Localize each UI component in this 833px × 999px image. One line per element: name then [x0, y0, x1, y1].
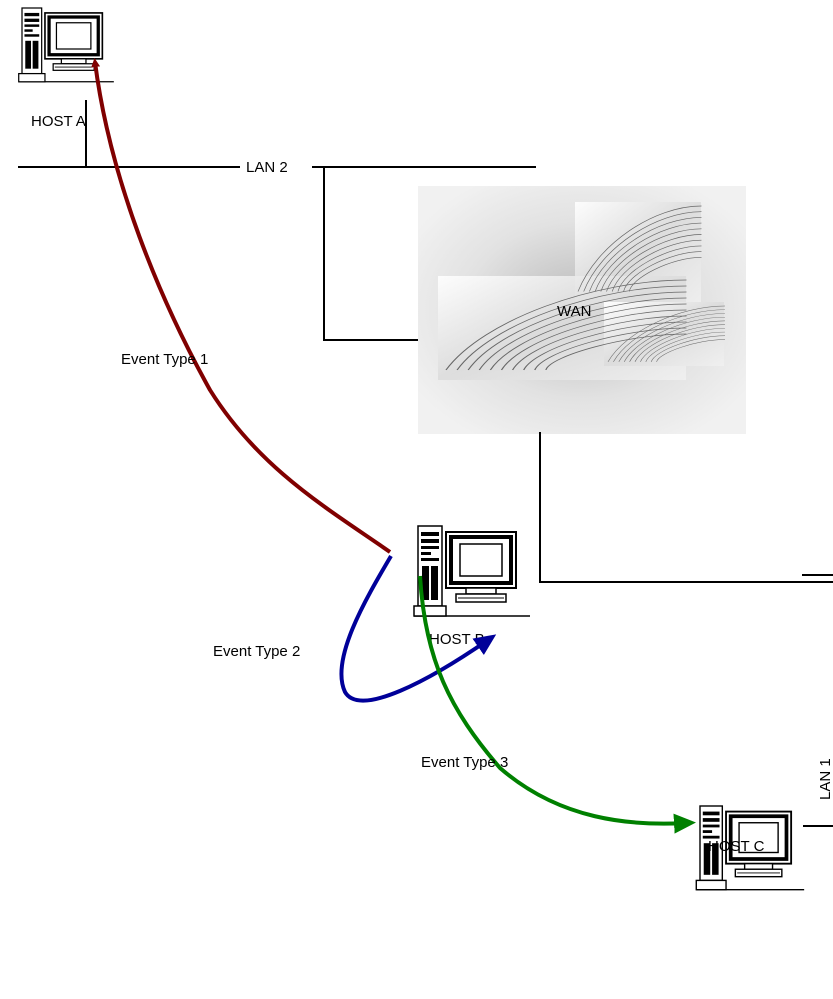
wan-label: WAN: [557, 303, 591, 320]
host-c-label: HOST C: [708, 838, 765, 855]
lan1-side-label: LAN 1: [817, 758, 833, 800]
host-a-computer: [19, 8, 114, 82]
lan2-label: LAN 2: [246, 159, 288, 176]
wan-lan1-link: [540, 432, 833, 826]
event-type-3-label: Event Type 3: [421, 754, 508, 771]
host-b-computer: [414, 526, 530, 616]
host-b-label: HOST B: [429, 631, 485, 648]
event-type-1-label: Event Type 1: [121, 351, 208, 368]
event-type-1-arrow: [95, 62, 390, 552]
event-type-3-arrow: [420, 576, 686, 824]
host-a-label: HOST A: [31, 113, 86, 130]
event-type-2-label: Event Type 2: [213, 643, 300, 660]
